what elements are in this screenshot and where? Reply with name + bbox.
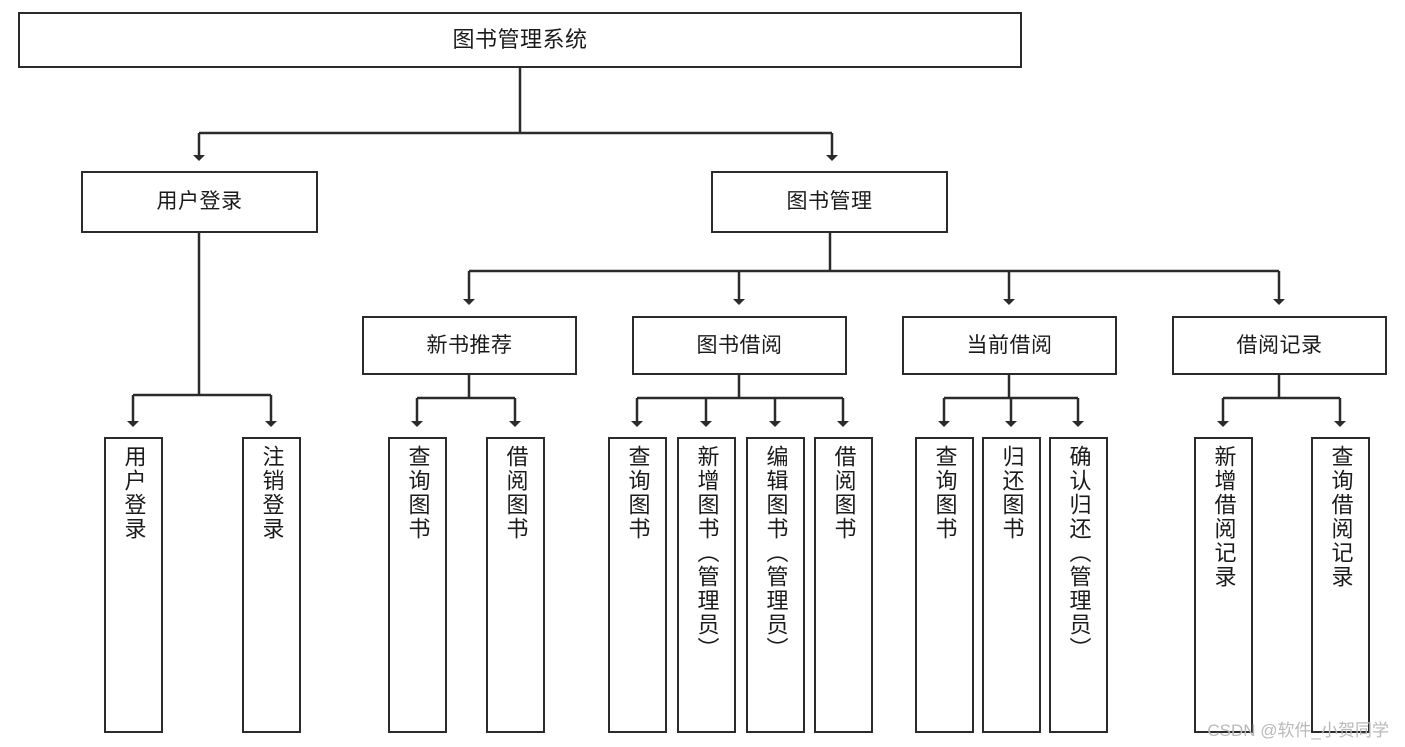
leaf-new-book-borrow[interactable]: 借阅图书 [486,437,545,733]
node-label: 新书推荐 [426,333,513,357]
leaf-new-book-query[interactable]: 查询图书 [388,437,447,733]
leaf-current-return-book[interactable]: 归还图书 [982,437,1041,733]
node-label: 注销登录 [259,445,285,541]
node-label: 借阅图书 [503,445,529,541]
leaf-current-query-book[interactable]: 查询图书 [915,437,974,733]
node-label: 用户登录 [156,190,243,214]
node-label: 图书借阅 [696,333,783,357]
node-label: 查询借阅记录 [1328,445,1354,589]
node-label: 图书管理 [786,190,873,214]
node-label: 新增图书（管理员） [694,445,720,661]
leaf-borrow-borrow-book[interactable]: 借阅图书 [814,437,873,733]
leaf-current-confirm-return-admin[interactable]: 确认归还（管理员） [1049,437,1108,733]
leaf-borrow-add-book-admin[interactable]: 新增图书（管理员） [677,437,736,733]
node-label: 查询图书 [405,445,431,541]
node-label: 图书管理系统 [452,26,588,52]
leaf-user-login-logout[interactable]: 注销登录 [242,437,301,733]
node-label: 当前借阅 [966,333,1053,357]
node-current-borrow[interactable]: 当前借阅 [902,316,1117,375]
node-label: 借阅图书 [831,445,857,541]
node-root-book-management-system[interactable]: 图书管理系统 [18,12,1022,68]
leaf-record-add-record[interactable]: 新增借阅记录 [1194,437,1253,733]
leaf-borrow-query-book[interactable]: 查询图书 [608,437,667,733]
node-label: 确认归还（管理员） [1066,445,1092,661]
node-label: 查询图书 [625,445,651,541]
leaf-borrow-edit-book-admin[interactable]: 编辑图书（管理员） [746,437,805,733]
node-user-login[interactable]: 用户登录 [81,171,318,233]
node-book-borrow[interactable]: 图书借阅 [632,316,847,375]
node-label: 查询图书 [932,445,958,541]
node-borrow-record[interactable]: 借阅记录 [1172,316,1387,375]
node-label: 借阅记录 [1236,333,1323,357]
node-book-management[interactable]: 图书管理 [711,171,948,233]
node-new-book-recommend[interactable]: 新书推荐 [362,316,577,375]
csdn-watermark: CSDN @软件_小贺同学 [1207,721,1389,740]
node-label: 归还图书 [999,445,1025,541]
node-label: 编辑图书（管理员） [763,445,789,661]
leaf-record-query-record[interactable]: 查询借阅记录 [1311,437,1370,733]
node-label: 用户登录 [121,445,147,541]
leaf-user-login-login[interactable]: 用户登录 [104,437,163,733]
node-label: 新增借阅记录 [1211,445,1237,589]
